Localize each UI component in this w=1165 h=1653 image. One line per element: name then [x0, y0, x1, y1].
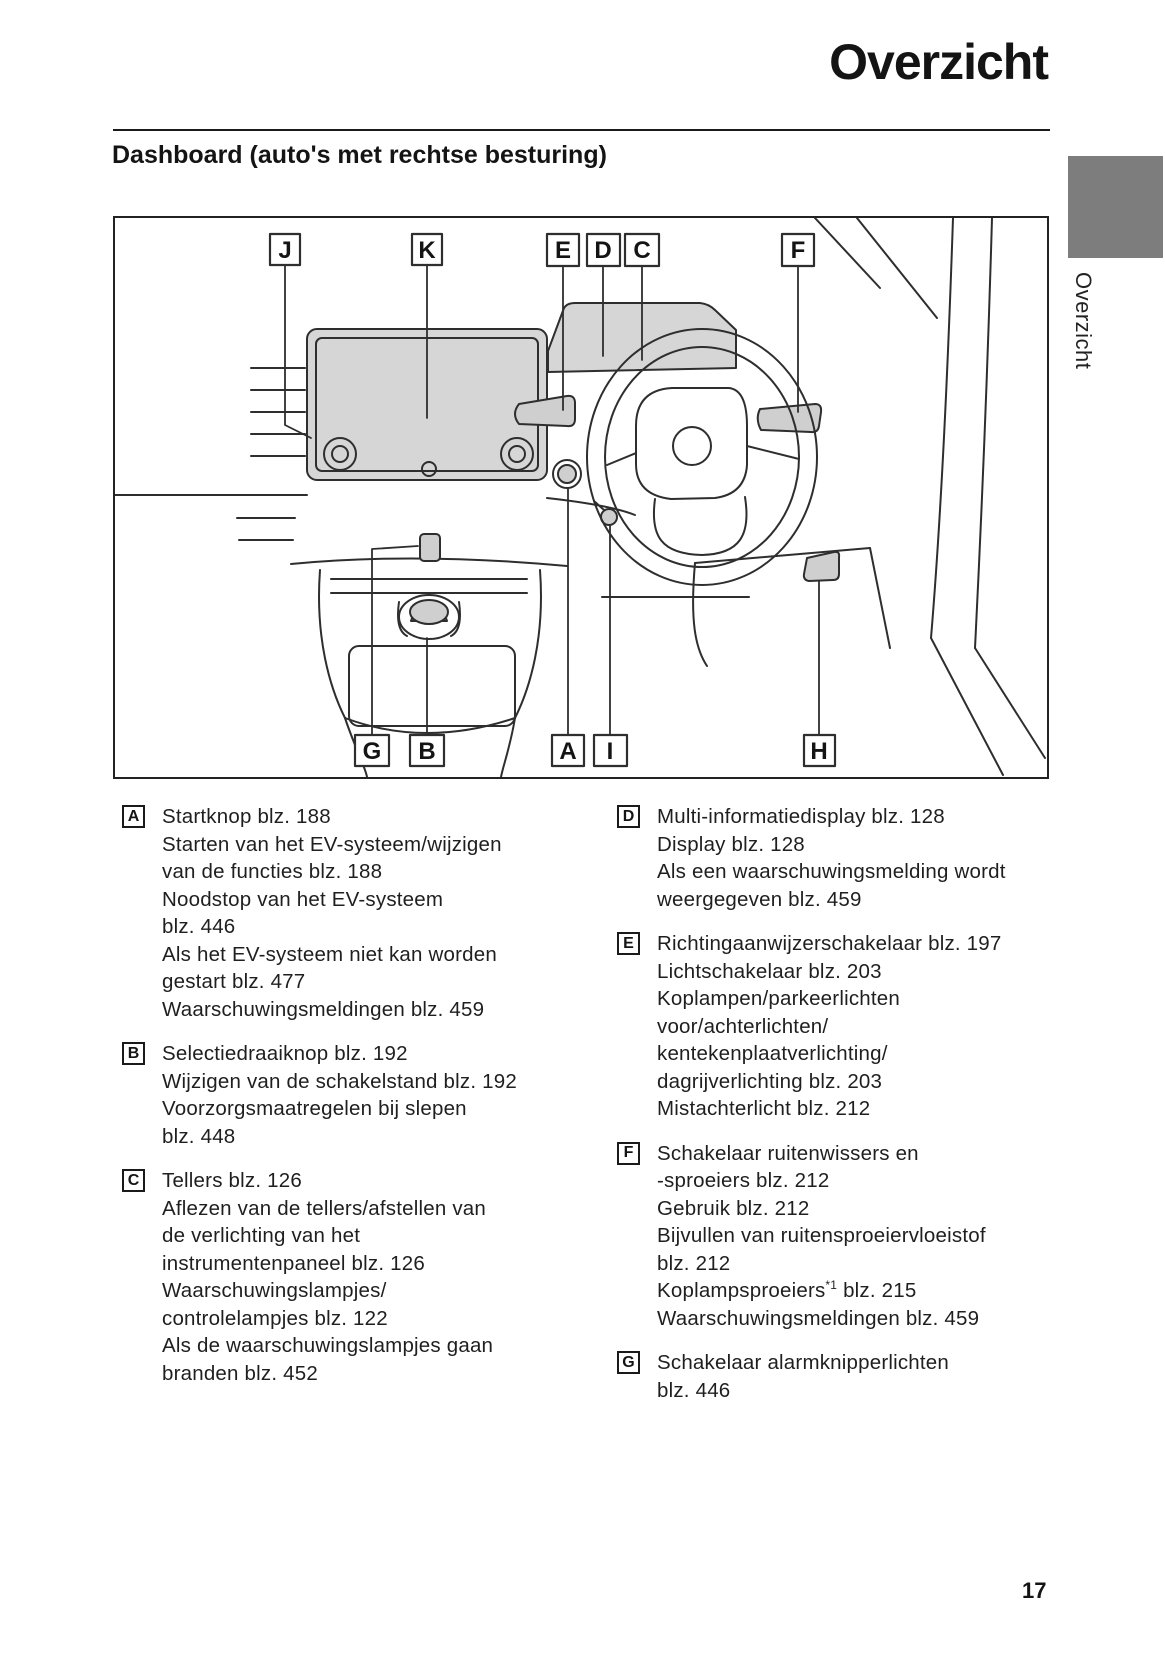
legend-letter-box: G: [617, 1351, 640, 1374]
legend-line: blz. 446: [657, 1378, 731, 1402]
legend-line: Tellers blz. 126: [162, 1169, 302, 1192]
diagram-label-f: F: [791, 237, 806, 264]
legend-line: Schakelaar alarmknipperlichten: [657, 1351, 950, 1374]
legend-line: Als de waarschuwingslampjes gaan: [162, 1334, 494, 1357]
legend-line: voor/achterlichten/: [657, 1014, 829, 1038]
legend-line: van de functies blz. 188: [162, 860, 383, 883]
knee-panel: [692, 547, 891, 667]
section-heading: Dashboard (auto's met rechtse besturing): [112, 141, 607, 169]
legend-line: Voorzorgsmaatregelen bij slepen: [162, 1097, 467, 1120]
legend-line: Schakelaar ruitenwissers en: [657, 1141, 919, 1165]
legend-item-G: G Schakelaar alarmknipperlichten blz. 446: [617, 1349, 1057, 1404]
legend-line: Lichtschakelaar blz. 203: [657, 959, 882, 983]
legend-line: Selectiedraaiknop blz. 192: [162, 1042, 408, 1065]
diagram-label-j: J: [278, 237, 291, 264]
legend-line: instrumentenpaneel blz. 126: [162, 1251, 425, 1275]
legend-line: Starten van het EV-systeem/wijzigen: [162, 832, 502, 856]
legend-line: Mistachterlicht blz. 212: [657, 1097, 871, 1120]
legend-line: controlelampjes blz. 122: [162, 1306, 388, 1330]
legend-line: de verlichting van het: [162, 1224, 361, 1247]
legend-line: gestart blz. 477: [162, 970, 306, 993]
diagram-label-e: E: [555, 237, 571, 264]
chapter-tab-marker: [1068, 156, 1163, 258]
title-divider: [113, 129, 1050, 131]
footnote-marker: *1: [825, 1278, 838, 1293]
legend-line: blz. 448: [162, 1124, 236, 1148]
callout-boxes-top: [268, 232, 816, 268]
start-button: [552, 459, 582, 489]
legend-line: Multi-informatiedisplay blz. 128: [657, 805, 945, 828]
dash-line-center: [546, 497, 636, 516]
diagram-label-i: I: [607, 738, 614, 765]
legend-letter-box: E: [617, 932, 640, 955]
legend-letter-box: B: [122, 1042, 145, 1065]
legend-line: Waarschuwingsmeldingen blz. 459: [162, 997, 485, 1021]
legend-line: Koplampen/parkeerlichten: [657, 987, 900, 1010]
shift-dial: [397, 594, 461, 640]
diagram-label-d: D: [594, 237, 611, 264]
dashboard-line-art: J K E D C F G B A I H: [115, 218, 1046, 777]
legend-lines: Schakelaar ruitenwissers en -sproeiers bl…: [657, 1140, 986, 1333]
callout-boxes-bottom: [353, 733, 837, 768]
legend-letter-box: A: [122, 805, 145, 828]
legend-line: Gebruik blz. 212: [657, 1196, 810, 1220]
legend-line: Aflezen van de tellers/afstellen van: [162, 1196, 486, 1220]
legend-line: Richtingaanwijzerschakelaar blz. 197: [657, 932, 1002, 955]
turn-signal-stalk-e: [514, 394, 576, 428]
legend-line: weergegeven blz. 459: [657, 887, 862, 911]
legend-line: Als een waarschuwingsmelding wordt: [657, 860, 1006, 883]
legend-line: -sproeiers blz. 212: [657, 1169, 830, 1192]
chapter-tab-label: Overzicht: [1071, 272, 1096, 370]
legend-line: kentekenplaatverlichting/: [657, 1042, 888, 1065]
steering-wheel: [586, 328, 818, 586]
legend-item-F: F Schakelaar ruitenwissers en -sproeiers b…: [617, 1140, 1057, 1333]
legend-line: Noodstop van het EV-systeem: [162, 887, 444, 911]
diagram-label-b: B: [418, 738, 435, 765]
legend-line: dagrijverlichting blz. 203: [657, 1069, 883, 1093]
leader-lines: [284, 264, 820, 736]
diagram-label-a: A: [559, 738, 576, 765]
accessory-switch-h: [802, 550, 841, 582]
legend-letter-box: D: [617, 805, 640, 828]
legend-line: blz. 212: [657, 1251, 731, 1275]
vent-slats: [236, 367, 306, 541]
legend-line: Wijzigen van de schakelstand blz. 192: [162, 1069, 517, 1093]
legend-letter-box: C: [122, 1169, 145, 1192]
diagram-label-h: H: [810, 738, 827, 765]
dashboard-diagram: J K E D C F G B A I H: [113, 216, 1049, 779]
wiper-stalk-f: [756, 403, 823, 434]
legend-line: Als het EV-systeem niet kan worden: [162, 942, 497, 966]
diagram-label-c: C: [633, 237, 650, 264]
legend-line: Koplampsproeiers*1 blz. 215: [657, 1278, 917, 1302]
page-title: Overzicht: [829, 34, 1049, 90]
a-pillar-and-door: [814, 218, 1046, 776]
legend-line: branden blz. 452: [162, 1361, 318, 1385]
legend-line: Bijvullen van ruitensproeiervloeistof: [657, 1224, 986, 1247]
legend-letter-box: F: [617, 1141, 640, 1165]
legend-line: blz. 446: [162, 915, 236, 938]
page-number: 17: [1022, 1578, 1047, 1603]
legend-lines: Schakelaar alarmknipperlichten blz. 446: [657, 1349, 949, 1404]
hazard-switch-g: [419, 533, 441, 562]
legend-line: Waarschuwingsmeldingen blz. 459: [657, 1306, 980, 1330]
diagram-label-k: K: [418, 237, 436, 264]
legend-line: Waarschuwingslampjes/: [162, 1279, 387, 1302]
callout-letters: J K E D C F G B A I H: [278, 237, 827, 765]
diagram-label-g: G: [363, 738, 382, 765]
legend-line: Display blz. 128: [657, 832, 805, 856]
legend-line: Startknop blz. 188: [162, 805, 331, 828]
